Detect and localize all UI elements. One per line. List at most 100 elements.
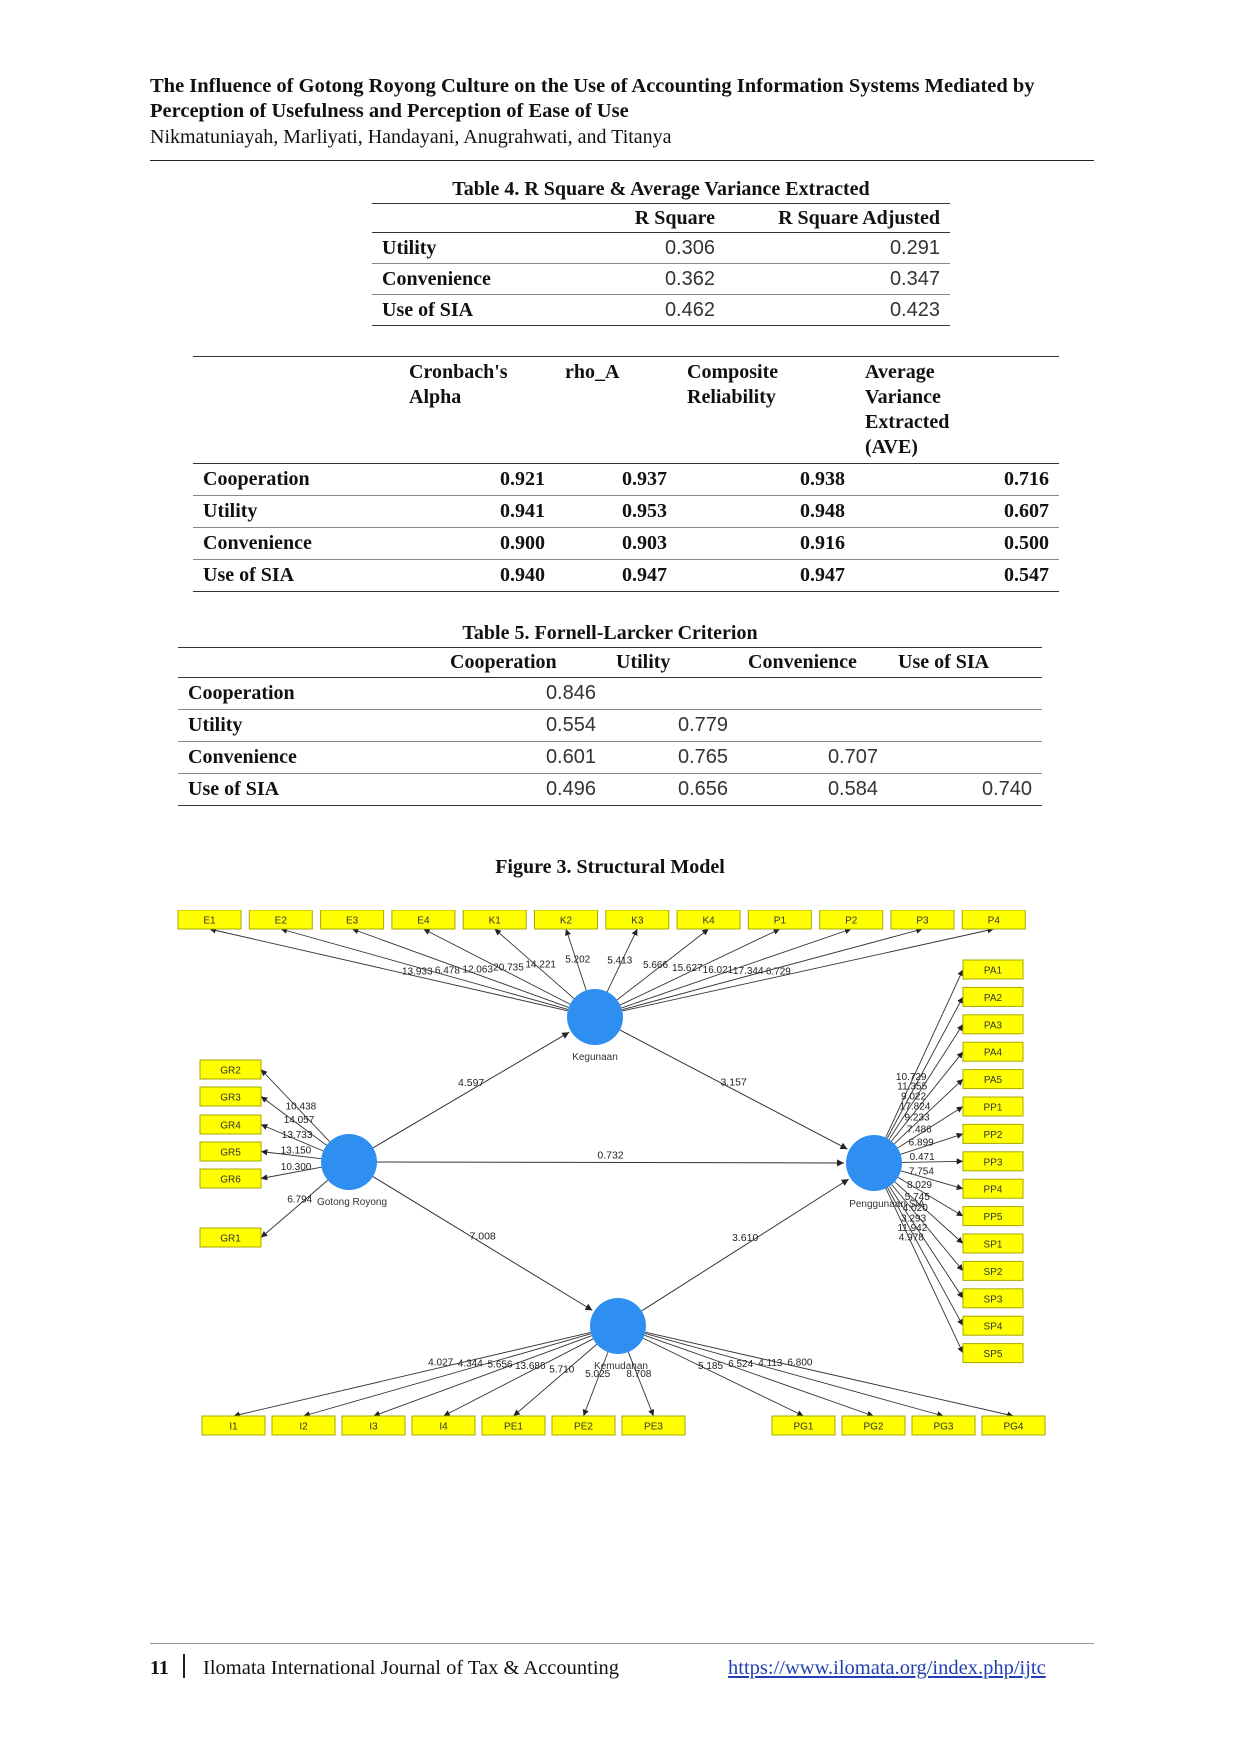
loading-value: 10.438 — [286, 1101, 317, 1112]
loading-value: 6.478 — [435, 966, 460, 977]
indicator-box — [676, 910, 741, 930]
cell-value: 0.584 — [738, 773, 888, 806]
path-arrow — [376, 1159, 845, 1167]
construct-node — [321, 1134, 377, 1190]
loading-arrow — [901, 1158, 964, 1165]
loading-value: 5.185 — [698, 1361, 723, 1372]
journal-link[interactable]: https://www.ilomata.org/index.php/ijtc — [728, 1657, 1046, 1679]
loading-arrow — [885, 1188, 964, 1354]
cell-value: 0.938 — [677, 463, 855, 496]
loading-value: 5.202 — [565, 955, 590, 966]
indicator-box — [962, 1233, 1024, 1254]
loading-value: 5.413 — [607, 955, 632, 966]
table-row: Utility 0.554 0.779 — [178, 709, 1042, 742]
loading-arrow — [423, 928, 571, 1005]
indicator-box — [771, 1415, 836, 1436]
loading-arrow — [897, 1176, 964, 1217]
indicator-box — [890, 910, 955, 930]
indicator-box — [962, 1069, 1024, 1090]
table-row: Utility 0.306 0.291 — [372, 232, 950, 264]
indicator-box — [962, 1343, 1024, 1364]
construct-label: Kegunaan — [572, 1052, 618, 1063]
loading-arrow — [260, 1166, 322, 1181]
table4-header: R Square Adjusted — [725, 203, 950, 233]
loading-arrow — [891, 1184, 964, 1272]
indicator-box — [962, 1206, 1024, 1227]
row-label: Use of SIA — [372, 294, 577, 326]
indicator-label: PG2 — [863, 1422, 883, 1433]
cell-value: 0.362 — [577, 263, 725, 295]
reliability-header: rho_A — [555, 356, 677, 464]
loading-value: 6.899 — [909, 1138, 934, 1149]
path-coefficient: 7.008 — [470, 1230, 496, 1242]
row-label: Convenience — [193, 527, 399, 560]
indicator-box — [391, 910, 456, 930]
indicator-label: PP3 — [984, 1157, 1003, 1168]
loading-arrow — [351, 928, 569, 1008]
loading-value: 7.486 — [907, 1124, 932, 1135]
cell-value: 0.656 — [606, 773, 738, 806]
indicator-box — [981, 1415, 1046, 1436]
indicator-box — [962, 1014, 1024, 1035]
indicator-box — [962, 1041, 1024, 1062]
indicator-label: K3 — [631, 916, 644, 927]
loading-value: 5.745 — [905, 1192, 930, 1203]
table5-header — [178, 647, 440, 678]
cell-value: 0.496 — [440, 773, 606, 806]
indicator-box — [551, 1415, 616, 1436]
cell-value: 0.423 — [725, 294, 950, 326]
indicator-box — [962, 1260, 1024, 1281]
cell-value: 0.291 — [725, 232, 950, 264]
indicator-label: E4 — [417, 916, 430, 927]
footer-rule — [150, 1643, 1094, 1644]
path-arrow — [619, 1029, 848, 1150]
loading-value: 5.710 — [549, 1364, 574, 1375]
table-row: Use of SIA 0.462 0.423 — [372, 294, 950, 326]
cell-value: 0.607 — [855, 495, 1059, 528]
loading-value: 3.293 — [901, 1213, 926, 1224]
indicator-label: PE2 — [574, 1422, 593, 1433]
cell-value — [738, 677, 888, 710]
loading-arrow — [885, 969, 964, 1138]
table5-header-row: Cooperation Utility Convenience Use of S… — [178, 647, 1042, 678]
path-coefficient: 4.597 — [458, 1077, 484, 1089]
indicator-box — [320, 910, 385, 930]
cell-value: 0.462 — [577, 294, 725, 326]
cell-value: 0.903 — [555, 527, 677, 560]
loading-arrow — [645, 1331, 1014, 1418]
loading-arrow — [209, 927, 568, 1012]
indicator-label: E2 — [275, 916, 288, 927]
row-label: Utility — [372, 232, 577, 264]
loading-value: 9.233 — [905, 1112, 930, 1123]
indicator-label: PP5 — [984, 1212, 1003, 1223]
indicator-label: I4 — [439, 1422, 448, 1433]
cell-value: 0.947 — [555, 559, 677, 592]
cell-value — [738, 709, 888, 742]
table5-header: Convenience — [738, 647, 888, 678]
row-label: Use of SIA — [193, 559, 399, 592]
loading-value: 15.627 — [672, 963, 703, 974]
loading-arrow — [606, 928, 638, 992]
indicator-label: GR1 — [220, 1234, 241, 1245]
indicator-label: PA4 — [984, 1048, 1003, 1059]
indicator-box — [201, 1415, 266, 1436]
loading-value: 4.027 — [428, 1358, 453, 1369]
loading-arrow — [888, 1024, 964, 1140]
loading-value: 16.021 — [703, 965, 734, 976]
table4-header-row: R Square R Square Adjusted — [372, 203, 950, 233]
indicator-box — [962, 1096, 1024, 1117]
cell-value: 0.500 — [855, 527, 1059, 560]
loading-arrow — [443, 1338, 594, 1417]
loading-arrow — [900, 1132, 964, 1155]
loading-arrow — [894, 1078, 964, 1145]
indicator-label: GR3 — [220, 1093, 241, 1104]
path-arrow — [372, 1176, 593, 1311]
indicator-box — [911, 1415, 976, 1436]
table-row: Use of SIA 0.940 0.947 0.947 0.547 — [193, 559, 1059, 592]
cell-value: 0.947 — [677, 559, 855, 592]
table-row: Utility 0.941 0.953 0.948 0.607 — [193, 495, 1059, 528]
cell-value: 0.948 — [677, 495, 855, 528]
cell-value: 0.716 — [855, 463, 1059, 496]
loading-arrow — [886, 996, 964, 1139]
loading-arrow — [260, 1124, 324, 1152]
